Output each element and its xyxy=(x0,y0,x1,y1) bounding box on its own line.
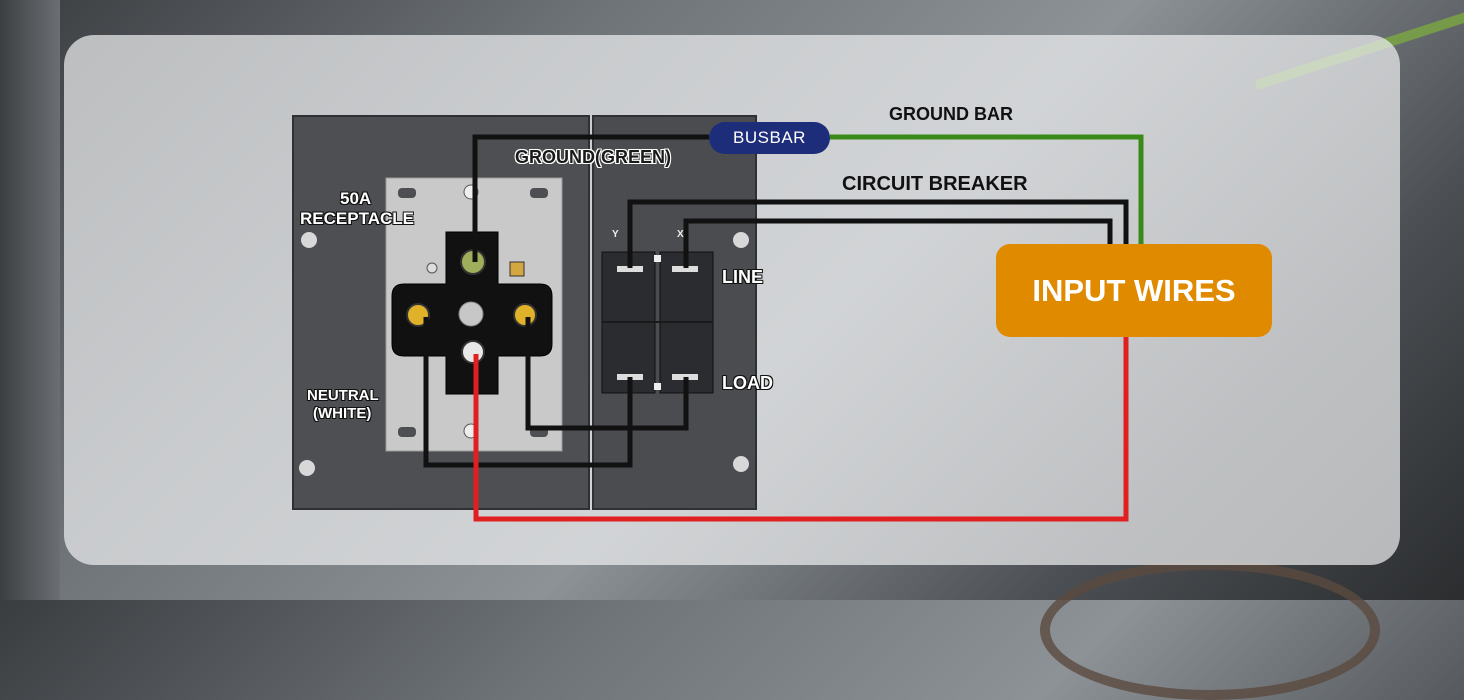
strap-slot xyxy=(398,427,416,437)
busbar-label: BUSBAR xyxy=(709,122,830,154)
strap-slot xyxy=(398,188,416,198)
plate-hole xyxy=(299,460,315,476)
neutral-wire xyxy=(473,337,1129,522)
receptacle-center xyxy=(458,301,484,327)
terminal-y-label: Y xyxy=(612,229,619,240)
ground-wire-to-bar xyxy=(830,134,1144,246)
receptacle-label-line1: 50A xyxy=(340,189,372,208)
line-label: LINE xyxy=(722,267,764,287)
circuit-breaker-label: CIRCUIT BREAKER xyxy=(842,173,1028,195)
load-label: LOAD xyxy=(722,373,773,393)
neutral-label-line2: (WHITE) xyxy=(313,405,372,422)
breaker-handle-tie xyxy=(654,255,661,262)
load-wire-x xyxy=(525,317,689,431)
breaker-handle-tie xyxy=(654,383,661,390)
terminal-x-label: X xyxy=(677,229,684,240)
strap-slot xyxy=(530,188,548,198)
line-wire-x xyxy=(683,218,1113,268)
right-terminal-screw xyxy=(513,303,537,327)
ground-bar-label: GROUND BAR xyxy=(889,104,1013,124)
load-wire-y xyxy=(423,317,633,468)
plate-hole xyxy=(301,232,317,248)
plate-hole xyxy=(733,232,749,248)
line-wire-y xyxy=(627,199,1129,268)
neutral-terminal-screw xyxy=(461,340,485,364)
ground-lug xyxy=(509,261,525,277)
receptacle-label-line2: RECEPTACLE xyxy=(300,209,414,228)
plate-hole xyxy=(733,456,749,472)
strap-screw xyxy=(426,262,438,274)
neutral-label-line1: NEUTRAL xyxy=(307,387,379,404)
ground-wire-receptacle xyxy=(472,134,709,262)
wiring-diagram xyxy=(292,115,1144,522)
line-terminal-y xyxy=(617,266,643,272)
line-terminal-x xyxy=(672,266,698,272)
ground-green-label: GROUND(GREEN) xyxy=(515,147,671,167)
input-wires-box: INPUT WIRES xyxy=(996,244,1272,337)
